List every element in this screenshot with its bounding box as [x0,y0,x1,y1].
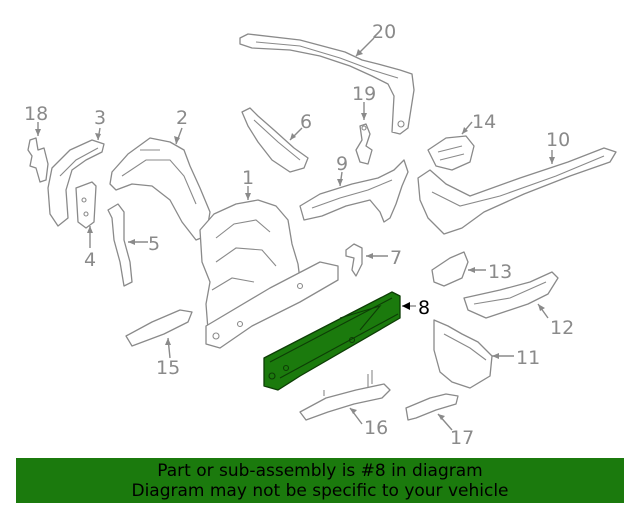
callout-10: 10 [546,129,570,151]
part-12[interactable] [463,271,559,319]
part-5[interactable] [107,203,133,287]
callout-5: 5 [148,233,160,255]
banner-line-1: Part or sub-assembly is #8 in diagram [157,461,483,481]
arrow-heads [35,49,555,420]
callout-6: 6 [300,111,312,133]
callout-17: 17 [450,427,474,449]
callout-14: 14 [472,111,496,133]
callout-2: 2 [176,107,188,129]
callout-11: 11 [516,347,540,369]
part-19[interactable] [355,123,373,165]
part-20[interactable] [239,33,415,135]
part-11[interactable] [433,319,493,389]
callout-16: 16 [364,417,388,439]
part-18[interactable] [27,137,49,183]
callout-8: 8 [418,297,430,319]
part-13[interactable] [431,251,469,287]
part-7[interactable] [345,243,363,277]
part-6[interactable] [241,107,309,173]
callout-4: 4 [84,249,96,271]
callout-1: 1 [242,167,254,189]
part-15[interactable] [125,309,193,347]
part-4[interactable] [75,181,97,229]
part-10[interactable] [417,147,617,235]
callout-15: 15 [156,357,180,379]
part-9[interactable] [299,159,409,223]
info-banner: Part or sub-assembly is #8 in diagram Di… [16,458,624,503]
callout-7: 7 [390,247,402,269]
callout-19: 19 [352,83,376,105]
part-3[interactable] [47,139,105,227]
part-14[interactable] [427,135,475,171]
callout-3: 3 [94,107,106,129]
part-17[interactable] [405,393,459,421]
callout-20: 20 [372,21,396,43]
part-1[interactable] [199,199,339,349]
callout-13: 13 [488,261,512,283]
callout-9: 9 [336,153,348,175]
part-2[interactable] [109,137,211,241]
callout-18: 18 [24,103,48,125]
banner-line-2: Diagram may not be specific to your vehi… [131,481,509,501]
part-16[interactable] [299,370,391,421]
part-8-highlighted[interactable] [263,291,401,391]
callout-12: 12 [550,317,574,339]
